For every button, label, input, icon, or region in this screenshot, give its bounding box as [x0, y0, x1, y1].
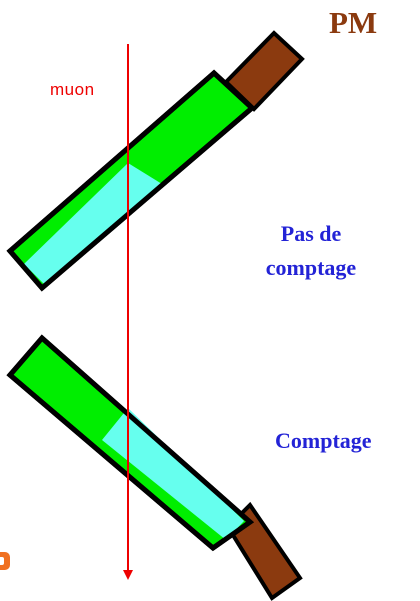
muon-label: muon [50, 80, 95, 99]
bottom-detector [6, 334, 303, 601]
no-count-line1: Pas de [280, 221, 342, 246]
bottom-scintillator-outline [6, 334, 255, 552]
top-scintillator-outline [6, 69, 256, 292]
no-count-line2: comptage [265, 255, 357, 280]
no-count-label: Pas de comptage [252, 217, 370, 285]
orange-logo-fragment [0, 552, 10, 570]
count-label: Comptage [275, 428, 372, 453]
bottom-light-cone [102, 408, 244, 540]
muon-track [123, 44, 133, 580]
pm-label: PM [329, 5, 378, 40]
muon-arrowhead [123, 570, 133, 580]
